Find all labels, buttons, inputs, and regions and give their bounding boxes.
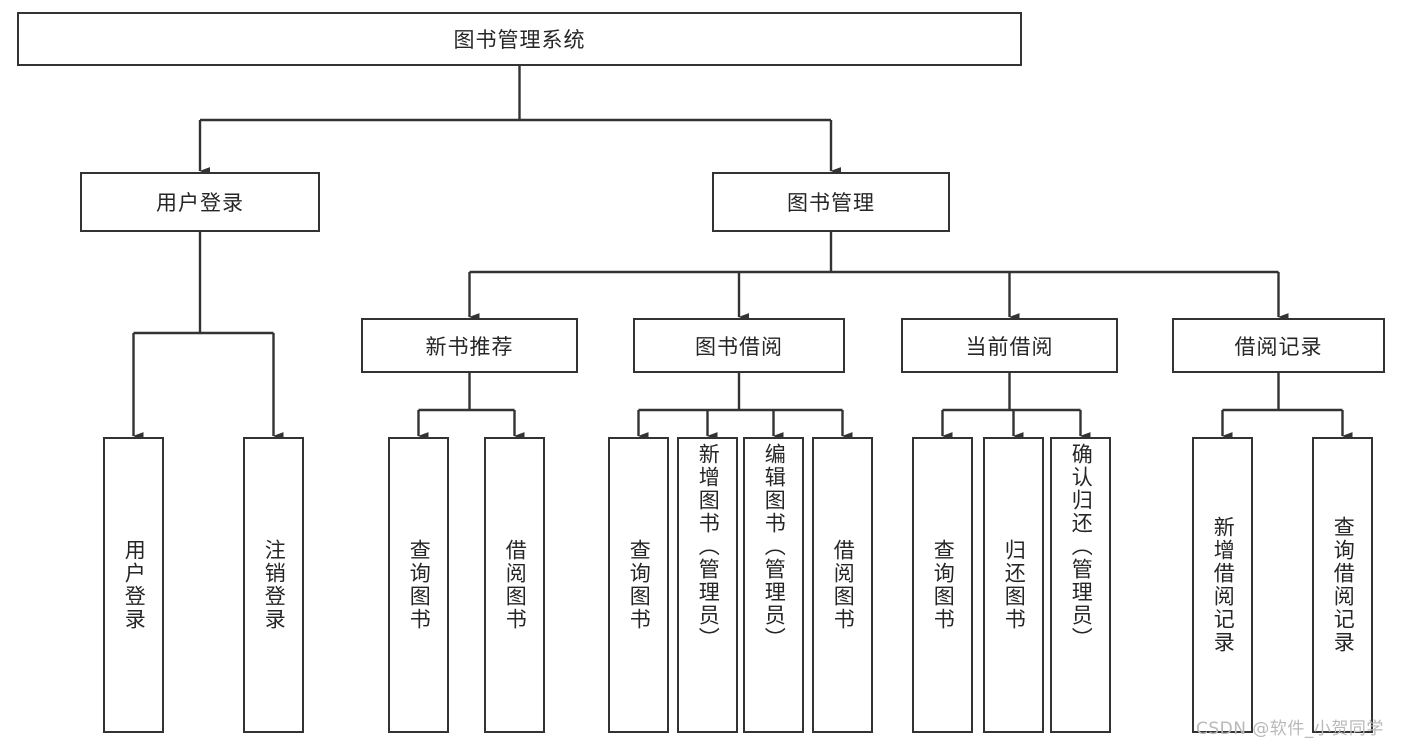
node-label: 归还图书 xyxy=(1002,539,1027,631)
node-label: 注销登录 xyxy=(262,539,287,631)
node-label: 图书借阅 xyxy=(695,334,783,359)
node-leaf-borrow-book-b[interactable]: 借阅图书 xyxy=(812,437,873,733)
node-label: 查询图书 xyxy=(407,539,432,631)
node-label: 借阅记录 xyxy=(1234,334,1323,359)
node-leaf-edit-book[interactable]: 编辑图书（管理员） xyxy=(743,437,804,733)
node-leaf-add-book[interactable]: 新增图书（管理员） xyxy=(677,437,738,733)
node-leaf-borrow-book-a[interactable]: 借阅图书 xyxy=(484,437,545,733)
node-leaf-return-book[interactable]: 归还图书 xyxy=(983,437,1044,733)
node-label: 查询图书 xyxy=(627,539,652,631)
node-label: 编辑图书（管理员） xyxy=(762,443,787,650)
node-l2-user-login[interactable]: 用户登录 xyxy=(80,172,320,232)
node-label: 图书管理系统 xyxy=(453,28,586,52)
node-leaf-query-book-b[interactable]: 查询图书 xyxy=(608,437,669,733)
node-l2-book-manage[interactable]: 图书管理 xyxy=(712,172,950,232)
node-label: 新增借阅记录 xyxy=(1211,516,1236,654)
csdn-watermark: CSDN @软件_小贺同学 xyxy=(1196,719,1384,739)
node-leaf-confirm-return[interactable]: 确认归还（管理员） xyxy=(1050,437,1111,733)
node-leaf-query-record[interactable]: 查询借阅记录 xyxy=(1312,437,1373,733)
node-label: 查询图书 xyxy=(931,539,956,631)
node-l3-current-borrow[interactable]: 当前借阅 xyxy=(901,318,1118,373)
node-leaf-user-login[interactable]: 用户登录 xyxy=(103,437,164,733)
node-label: 新增图书（管理员） xyxy=(696,443,721,650)
node-leaf-query-book-a[interactable]: 查询图书 xyxy=(388,437,449,733)
node-leaf-add-record[interactable]: 新增借阅记录 xyxy=(1192,437,1253,733)
node-label: 用户登录 xyxy=(156,191,244,215)
node-l3-borrow-record[interactable]: 借阅记录 xyxy=(1172,318,1385,373)
node-leaf-logout[interactable]: 注销登录 xyxy=(243,437,304,733)
node-label: 查询借阅记录 xyxy=(1331,516,1356,654)
node-label: 用户登录 xyxy=(122,539,147,631)
node-label: 当前借阅 xyxy=(965,334,1054,359)
node-root[interactable]: 图书管理系统 xyxy=(17,12,1022,66)
node-l3-new-book-rec[interactable]: 新书推荐 xyxy=(361,318,578,373)
node-leaf-query-book-c[interactable]: 查询图书 xyxy=(912,437,973,733)
node-label: 借阅图书 xyxy=(831,539,856,631)
node-label: 确认归还（管理员） xyxy=(1069,443,1094,650)
node-label: 图书管理 xyxy=(787,191,875,215)
node-l3-book-borrow[interactable]: 图书借阅 xyxy=(633,318,845,373)
node-label: 借阅图书 xyxy=(503,539,528,631)
node-label: 新书推荐 xyxy=(425,334,514,359)
